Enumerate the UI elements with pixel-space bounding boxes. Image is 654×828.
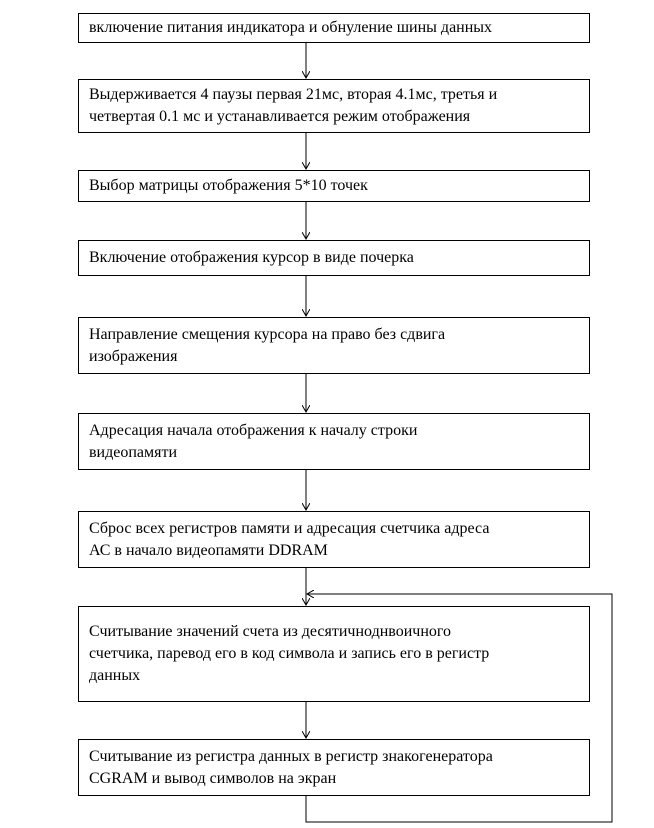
step-label: Включение отображения курсор в виде поче… xyxy=(89,249,414,266)
step-label: Считывание значений счета из десятичнодн… xyxy=(89,623,490,684)
step-cursor-direction: Направление смещения курсора на право бе… xyxy=(78,317,590,374)
step-label: Сброс всех регистров памяти и адресация … xyxy=(89,519,490,559)
step-power-on-reset-bus: включение питания индикатора и обнуление… xyxy=(78,13,590,43)
step-label: Считывание из регистра данных в регистр … xyxy=(89,747,493,787)
step-label: Выбор матрицы отображения 5*10 точек xyxy=(89,177,368,194)
loop-back-arrow xyxy=(305,594,613,823)
step-read-counter: Считывание значений счета из десятичнодн… xyxy=(78,606,590,702)
step-select-matrix: Выбор матрицы отображения 5*10 точек xyxy=(78,170,590,202)
step-label: Адресация начала отображения к началу ст… xyxy=(89,421,418,461)
step-label: Направление смещения курсора на право бе… xyxy=(89,325,446,365)
step-enable-cursor: Включение отображения курсор в виде поче… xyxy=(78,240,590,276)
step-display-start-address: Адресация начала отображения к началу ст… xyxy=(78,413,590,470)
step-delays-and-mode: Выдерживается 4 паузы первая 21мс, втора… xyxy=(78,79,590,133)
step-label: включение питания индикатора и обнуление… xyxy=(89,19,493,36)
step-reset-registers: Сброс всех регистров памяти и адресация … xyxy=(78,511,590,568)
step-output-to-screen: Считывание из регистра данных в регистр … xyxy=(78,739,590,796)
step-label: Выдерживается 4 паузы первая 21мс, втора… xyxy=(89,86,498,125)
